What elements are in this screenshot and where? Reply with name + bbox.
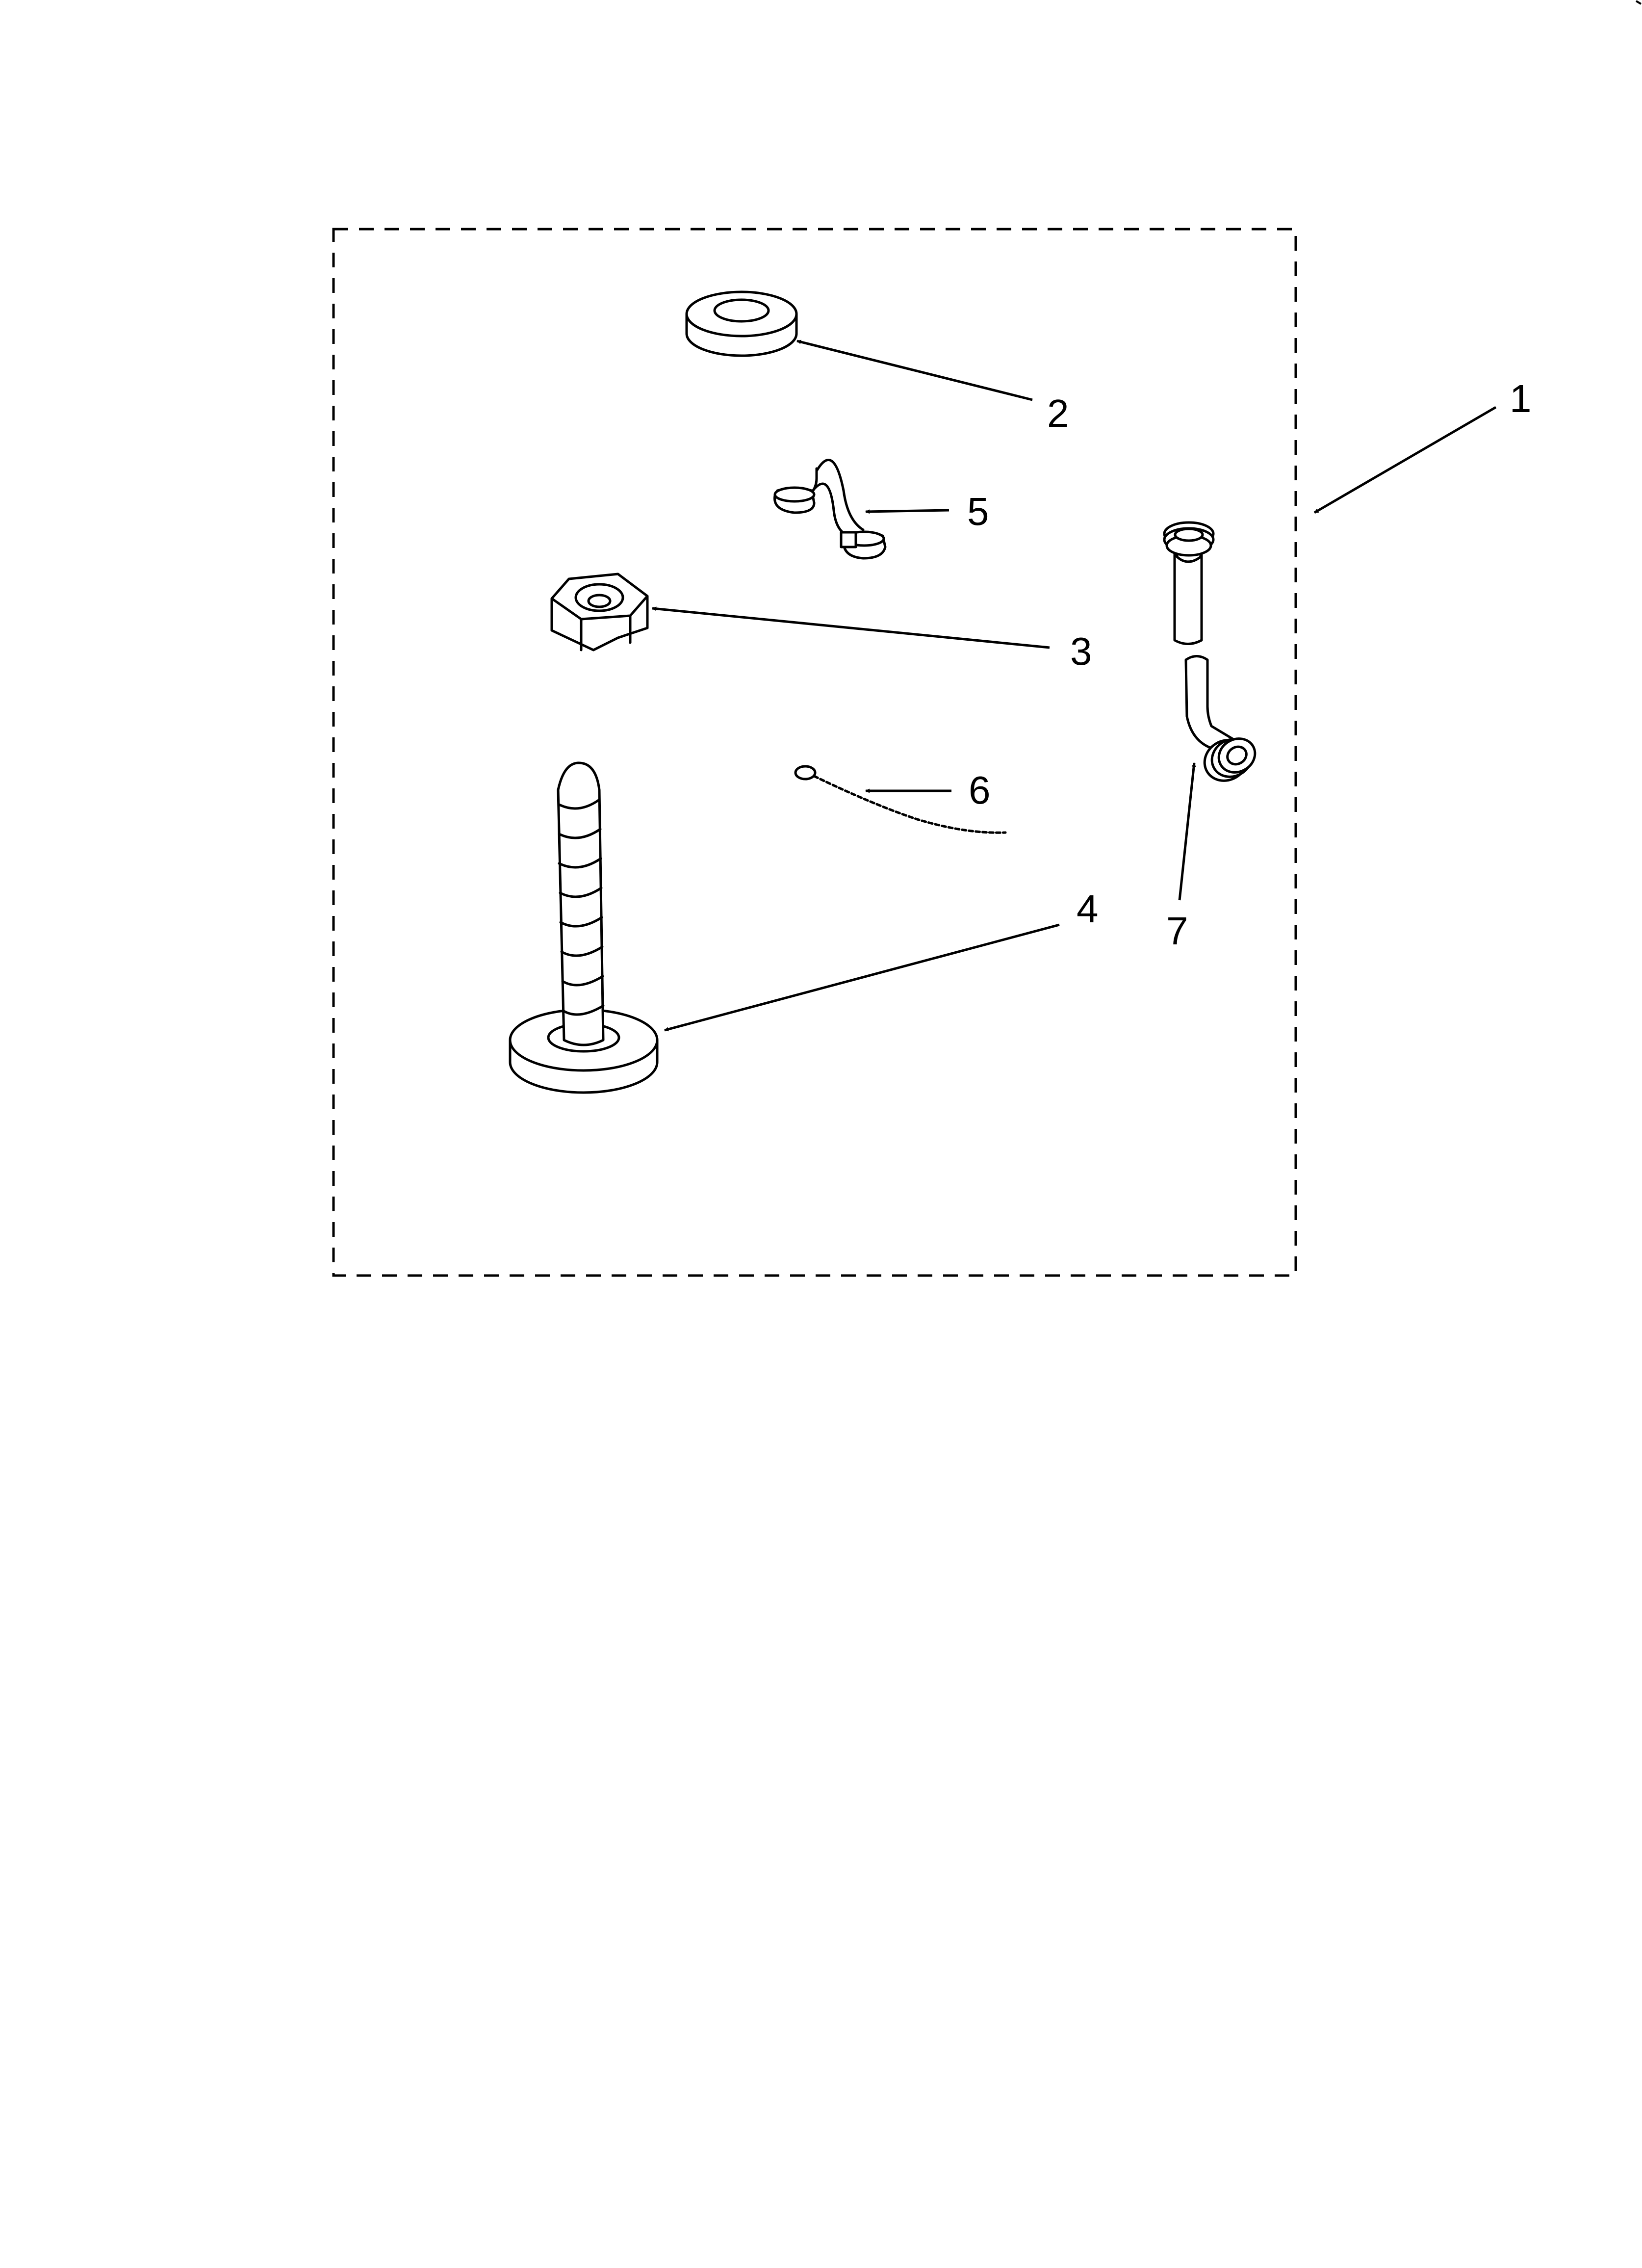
callout-3: 3: [1070, 629, 1092, 673]
hose-clamp-icon: [773, 459, 887, 560]
bolt-thread-lines: [558, 798, 605, 1016]
beaded-cable-tie-icon: [794, 765, 1007, 834]
hex-nut-icon: [550, 573, 649, 652]
callout-2: 2: [1047, 391, 1069, 435]
leader-2: [796, 339, 1033, 401]
callout-labels: 1 2 3 4 5 6 7: [967, 377, 1532, 953]
callout-7: 7: [1166, 909, 1188, 953]
callout-4: 4: [1077, 887, 1099, 931]
callout-1: 1: [1510, 377, 1532, 420]
kit-boundary: [332, 228, 1297, 1277]
leader-lines: [652, 339, 1497, 1032]
leader-7: [1178, 762, 1196, 901]
callout-6: 6: [969, 768, 991, 812]
leader-1: [1313, 406, 1497, 514]
washer-icon: [685, 290, 798, 357]
leader-4: [664, 923, 1060, 1032]
leveling-foot-bolt-icon: [509, 761, 659, 1094]
drain-hose-icon: [1163, 521, 1257, 782]
leader-3: [652, 606, 1050, 649]
leader-5: [865, 509, 949, 514]
corner-mark: [1635, 0, 1642, 5]
callout-5: 5: [967, 490, 989, 533]
